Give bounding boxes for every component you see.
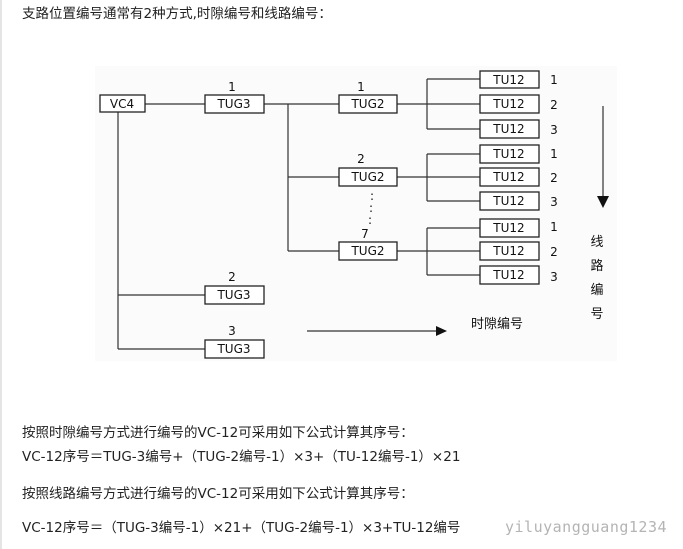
tu12-number: 1 [550,220,558,234]
timeslot-numbering-label: 时隙编号 [471,317,523,332]
right-arrow-icon [436,326,447,336]
tug3-box [204,339,265,359]
tu12-box [479,94,540,114]
page-left-border [0,0,2,549]
tug3-node-3: TUG3 3 [204,324,265,359]
ellipsis-mark: : [369,201,373,215]
tug2-number: 1 [357,80,365,94]
tu12-box [479,70,540,89]
tu12-label: TU12 [492,244,524,258]
tu12-label: TU12 [492,147,524,161]
tu12-label: TU12 [492,221,524,235]
formula1-text: VC-12序号＝TUG-3编号+（TUG-2编号-1）×3+（TU-12编号-1… [22,449,461,465]
formula1-title: 按照时隙编号方式进行编号的VC-12可采用如下公式计算其序号： [22,425,414,441]
tu12-group-1: TU12 1 TU12 2 TU12 3 [479,70,558,139]
tu12-number: 3 [550,270,558,284]
tu12-label: TU12 [492,97,524,111]
watermark-text: yiluyangguang1234 [505,518,668,536]
tug3-number: 1 [228,80,236,94]
tu12-number: 1 [550,147,558,161]
tu12-number: 2 [550,171,558,185]
tu12-box [479,167,540,187]
tu12-box [479,119,540,139]
tu12-number: 1 [550,73,558,87]
tug2-number: 2 [357,152,365,166]
vc4-node: VC4 [99,94,146,113]
ellipsis-mark: : [368,213,372,227]
tu12-box [479,241,540,261]
line-numbering-label: 线 路 编 号 [590,235,603,322]
vc4-label: VC4 [110,97,134,111]
tu12-box [479,265,540,285]
tu12-number: 3 [550,123,558,137]
vc4-box [99,94,146,113]
formula2-text: VC-12序号＝（TUG-3编号-1）×21+（TUG-2编号-1）×3+TU-… [22,520,461,536]
tug2-box [338,94,398,114]
diagram-svg: VC4 TUG3 1 TUG3 2 TUG3 3 TUG2 1 TUG2 2 [99,70,609,359]
tug2-node-2: TUG2 2 [338,152,398,187]
tug2-box [338,167,398,187]
line-numbering-arrow [597,106,609,208]
tug2-box [338,241,398,261]
tug3-box [204,94,265,114]
tu12-number: 3 [550,195,558,209]
line-numbering-char: 路 [590,258,603,274]
tug2-label: TUG2 [350,97,384,111]
timeslot-numbering-arrow [307,326,447,336]
tu12-box [479,191,540,211]
tug3-label: TUG3 [216,288,250,302]
line-numbering-char: 号 [590,307,603,322]
tu12-label: TU12 [492,170,524,184]
formula2-title: 按照线路编号方式进行编号的VC-12可采用如下公式计算其序号： [22,486,414,502]
tug2-label: TUG2 [350,244,384,258]
tug3-node-2: TUG3 2 [204,270,265,305]
tu12-label: TU12 [492,73,524,87]
line-numbering-char: 线 [590,235,603,250]
tug3-label: TUG3 [216,342,250,356]
tributary-numbering-diagram: VC4 TUG3 1 TUG3 2 TUG3 3 TUG2 1 TUG2 2 [95,66,617,361]
tug3-number: 2 [228,270,236,284]
tu12-label: TU12 [492,268,524,282]
tu12-number: 2 [550,245,558,259]
tug3-label: TUG3 [216,97,250,111]
tug3-number: 3 [228,324,236,338]
tu12-box [479,144,540,164]
down-arrow-icon [597,196,609,208]
tu12-box [479,218,540,238]
tu12-group-3: TU12 1 TU12 2 TU12 3 [479,218,558,285]
tug2-number: 7 [361,227,369,241]
intro-text: 支路位置编号通常有2种方式,时隙编号和线路编号： [22,6,332,22]
line-numbering-char: 编 [590,283,603,298]
connector-lines [117,78,480,350]
tu12-label: TU12 [492,122,524,136]
tug2-node-1: TUG2 1 [338,80,398,114]
tu12-number: 2 [550,98,558,112]
ellipsis-mark: : [370,189,374,203]
tug2-label: TUG2 [350,170,384,184]
tug2-node-7: TUG2 7 [338,227,398,261]
tu12-group-2: TU12 1 TU12 2 TU12 3 [479,144,558,211]
tu12-label: TU12 [492,194,524,208]
vertical-ellipsis: : : : [368,189,374,227]
tug3-node-1: TUG3 1 [204,80,265,114]
tug3-box [204,285,265,305]
